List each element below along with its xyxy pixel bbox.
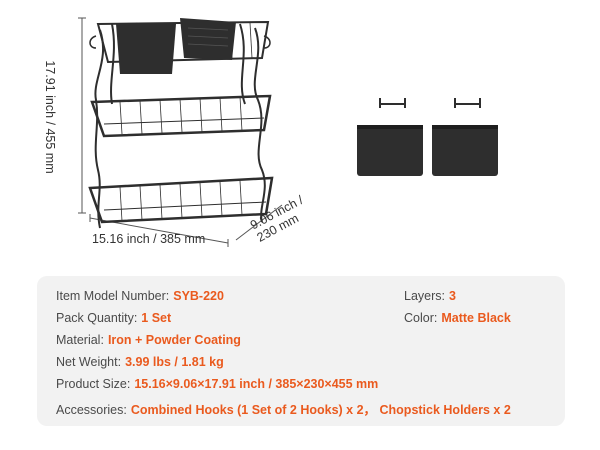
spec-model: Item Model Number:SYB-220 bbox=[56, 289, 224, 303]
spec-accessories: Accessories:Combined Hooks (1 Set of 2 H… bbox=[56, 399, 511, 418]
spec-weight-label: Net Weight: bbox=[56, 355, 122, 369]
spec-layers: Layers: 3 bbox=[404, 289, 456, 303]
spec-size-value: 15.16×9.06×17.91 inch / 385×230×455 mm bbox=[134, 377, 379, 391]
spec-material-label: Material: bbox=[56, 333, 104, 347]
chopstick-holder-icon bbox=[357, 125, 423, 176]
spec-weight: Net Weight:3.99 lbs / 1.81 kg bbox=[56, 355, 224, 369]
spec-accessories-value: Combined Hooks (1 Set of 2 Hooks) x 2， C… bbox=[130, 403, 511, 417]
spec-layers-value: 3 bbox=[449, 289, 456, 303]
spec-color: Color:Matte Black bbox=[404, 311, 511, 325]
width-dimension-label: 15.16 inch / 385 mm bbox=[92, 232, 206, 246]
spec-model-value: SYB-220 bbox=[173, 289, 224, 303]
spec-material: Material:Iron + Powder Coating bbox=[56, 333, 241, 347]
spec-material-value: Iron + Powder Coating bbox=[107, 333, 241, 347]
spec-color-label: Color: bbox=[404, 311, 438, 325]
spec-accessories-label: Accessories: bbox=[56, 403, 127, 417]
product-illustration bbox=[78, 17, 498, 247]
height-dimension-line bbox=[78, 17, 86, 214]
rack-utensil-holders bbox=[116, 18, 236, 74]
spec-pack-value: 1 Set bbox=[141, 311, 172, 325]
spec-size: Product Size:15.16×9.06×17.91 inch / 385… bbox=[56, 377, 378, 391]
spec-pack-label: Pack Quantity: bbox=[56, 311, 138, 325]
specs-panel bbox=[37, 276, 565, 426]
chopstick-holder-icon bbox=[432, 125, 498, 176]
dish-rack bbox=[88, 20, 274, 229]
height-dimension-label: 17.91 inch / 455 mm bbox=[43, 60, 57, 174]
spec-pack: Pack Quantity:1 Set bbox=[56, 311, 171, 325]
spec-size-label: Product Size: bbox=[56, 377, 131, 391]
spec-color-value: Matte Black bbox=[441, 311, 511, 325]
spec-model-label: Item Model Number: bbox=[56, 289, 170, 303]
combined-hook-icon bbox=[454, 98, 481, 108]
spec-weight-value: 3.99 lbs / 1.81 kg bbox=[125, 355, 224, 369]
depth-dimension-line bbox=[235, 204, 283, 241]
spec-layers-label: Layers: bbox=[404, 289, 445, 303]
combined-hook-icon bbox=[379, 98, 406, 108]
